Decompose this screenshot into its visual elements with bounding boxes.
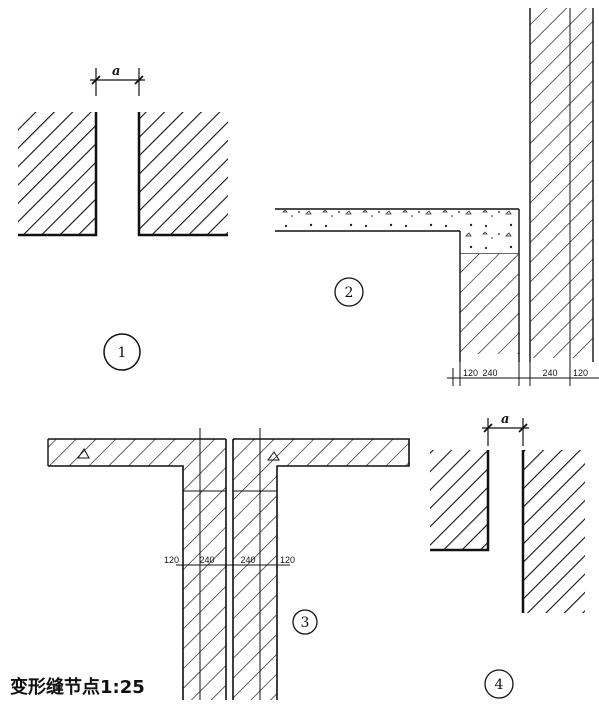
d2-slab <box>275 209 519 231</box>
d2-right-wall <box>530 8 593 358</box>
d2-marker: 2 <box>334 277 364 307</box>
d3-dimension-line: 120 240 240 120 <box>164 555 295 566</box>
d2-dim-1: 120 <box>463 368 478 378</box>
svg-text:2: 2 <box>345 285 354 301</box>
d4-left-wall <box>430 450 488 550</box>
d1-marker: 1 <box>103 333 141 371</box>
d3-dim-1: 120 <box>164 555 179 565</box>
d1-dimension-a: a <box>90 64 145 96</box>
svg-text:1: 1 <box>118 345 127 361</box>
d3-left-slab <box>48 439 226 700</box>
detail-2: 120 240 240 120 2 <box>275 8 599 386</box>
d4-right-wall <box>523 450 585 613</box>
d4-marker: 4 <box>484 669 514 699</box>
d4-gap-label: a <box>501 412 509 427</box>
detail-3: 120 240 240 120 3 <box>47 428 410 700</box>
svg-text:4: 4 <box>495 677 504 693</box>
d1-left-wall <box>18 112 96 235</box>
d2-dimension-line: 120 240 240 120 <box>447 362 599 386</box>
detail-1: a 1 <box>18 64 228 371</box>
d2-dim-2: 240 <box>482 368 497 378</box>
detail-4: a 4 <box>430 412 585 699</box>
d2-dim-4: 120 <box>573 368 588 378</box>
d4-dimension-a: a <box>482 412 529 446</box>
d3-marker: 3 <box>292 609 318 635</box>
d3-right-slab <box>233 439 409 700</box>
d2-left-wall <box>460 254 519 354</box>
d1-gap-label: a <box>112 64 120 79</box>
d2-dim-3: 240 <box>542 368 557 378</box>
drawing-title: 变形缝节点1:25 <box>10 676 145 698</box>
d3-dim-2: 240 <box>199 555 214 565</box>
svg-text:3: 3 <box>301 615 310 631</box>
d1-right-wall <box>139 112 228 235</box>
d3-dim-4: 120 <box>280 555 295 565</box>
d3-dim-3: 240 <box>240 555 255 565</box>
d2-beam <box>460 231 519 254</box>
